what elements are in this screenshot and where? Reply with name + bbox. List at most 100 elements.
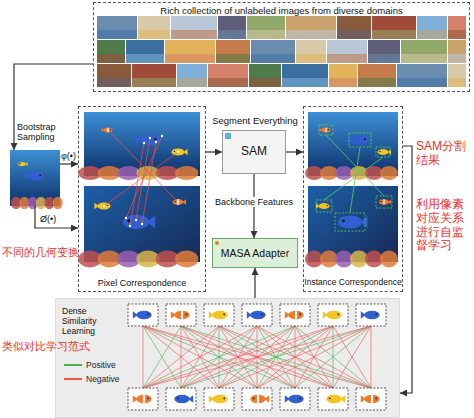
box-heading: Segment Everything (201, 116, 309, 127)
region-heading: Rich collection of unlabeled images from… (94, 6, 469, 17)
fish-tail (171, 311, 176, 319)
negative-pair-line (181, 326, 295, 388)
fish-tail (285, 311, 290, 319)
fish-tail (360, 216, 368, 228)
coral (320, 251, 338, 268)
source-photo (10, 150, 63, 209)
fish-tail (133, 395, 138, 403)
connector-label: Backbone Features (212, 197, 296, 207)
instance-tile (128, 388, 158, 410)
negative-pair-line (219, 326, 371, 388)
fish-tail (209, 395, 214, 403)
fish-stripe (257, 395, 259, 403)
instance-match-line (326, 135, 384, 196)
arrow-connector (35, 206, 78, 228)
photo-background (84, 112, 200, 176)
pixel-match-line (126, 136, 162, 218)
negative-pair-line (371, 326, 372, 388)
fish-body (212, 395, 227, 403)
image-pool-region: Rich collection of unlabeled images from… (93, 2, 470, 92)
negative-pair-line (295, 326, 296, 388)
photo-tile (286, 16, 336, 39)
fish-stripe (107, 128, 108, 132)
fish-tail (209, 311, 214, 319)
similarity-learning-band: Dense Similarity Learning (55, 298, 400, 418)
fish-eye (39, 174, 41, 176)
photo-tile (401, 40, 447, 63)
photo-tile (417, 16, 447, 39)
photo-tile (132, 64, 176, 87)
photo-detail (448, 30, 466, 39)
negative-pair-line (143, 326, 371, 388)
fish-eye (154, 138, 156, 140)
photo-tile (282, 64, 328, 87)
negative-pair-line (219, 326, 295, 388)
pixel-match-line (142, 142, 156, 224)
segmented-photo (305, 186, 398, 267)
coral (175, 251, 198, 268)
fish-stripe (295, 311, 297, 319)
positive-pair-line (219, 326, 333, 388)
coral (117, 251, 140, 268)
positive-pair-line (181, 326, 371, 388)
photo-detail (282, 78, 328, 87)
fish-eye (174, 201, 175, 202)
positive-pair-line (143, 326, 181, 388)
photo-detail (448, 54, 466, 63)
pixel-correspondence-region: Pixel Correspondence (78, 106, 206, 292)
coral (28, 197, 38, 209)
photo-detail (218, 30, 246, 39)
negative-pair-line (143, 326, 371, 388)
fish-body (104, 128, 113, 133)
fish-tail (347, 136, 353, 145)
instance-mask-box (319, 125, 333, 135)
photo-background (84, 186, 200, 262)
coral (136, 166, 159, 180)
fish-tail (247, 311, 252, 319)
box-label: SAM (223, 145, 285, 159)
photo-detail (247, 30, 285, 39)
photo-detail (448, 78, 466, 87)
photo-detail (368, 54, 400, 63)
photo-detail (249, 78, 281, 87)
box-label: MASA Adapter (213, 247, 297, 259)
fish-stripe (371, 395, 373, 403)
fish-body (364, 395, 379, 403)
fish-eye (223, 397, 225, 399)
fish-eye (375, 397, 377, 399)
fish-body (174, 395, 189, 403)
instance-tile (166, 388, 196, 410)
coral (365, 166, 383, 180)
fish-stripe (325, 128, 326, 132)
adapter-box: MASA Adapter (212, 238, 298, 268)
positive-pair-line (333, 326, 334, 388)
coral (350, 251, 368, 268)
photo-tile (448, 40, 466, 63)
positive-pair-line (143, 326, 295, 388)
fish-eye (147, 397, 149, 399)
fish-eye (329, 397, 331, 399)
instance-match-line (350, 147, 360, 213)
photo-tile (358, 64, 396, 87)
positive-pair-line (257, 326, 295, 388)
fish-body (136, 311, 151, 319)
coral (320, 166, 338, 180)
fish-eye (253, 397, 255, 399)
coral (19, 197, 29, 209)
negative-pair-line (333, 326, 371, 388)
photo-detail (251, 54, 295, 63)
negative-pair-line (143, 326, 333, 388)
fish-eye (223, 313, 225, 315)
negative-pair-line (143, 326, 144, 388)
negative-pair-line (181, 326, 182, 388)
positive-pair-line (295, 326, 371, 388)
fish-body (288, 311, 303, 319)
instance-correspondence-region: Instance Correspondence (303, 106, 403, 292)
instance-tile (204, 304, 234, 326)
pixel-point (107, 129, 109, 131)
instance-mask-box (376, 196, 392, 208)
fish-stripe (177, 199, 179, 205)
fish-tail (340, 395, 345, 403)
fish-body (379, 199, 389, 204)
fish-body (351, 135, 369, 145)
